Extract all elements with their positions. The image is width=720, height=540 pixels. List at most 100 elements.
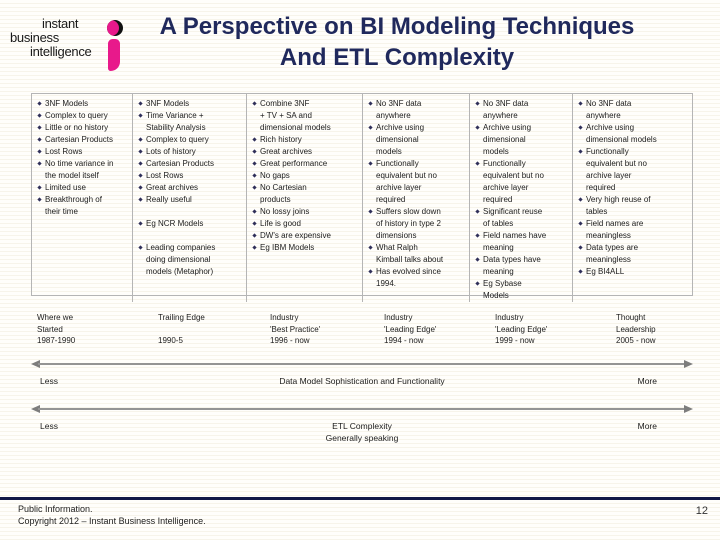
- bullet-item: Lots of history: [138, 146, 244, 158]
- bullet-item-text: Leading companies doing dimensional mode…: [146, 243, 216, 276]
- diamond-bullet-icon: [252, 245, 257, 250]
- text-line: 1990-5: [158, 336, 183, 345]
- bullet-item-text: 3NF Models: [146, 99, 190, 108]
- diamond-bullet-icon: [475, 125, 480, 130]
- diamond-bullet-icon: [475, 161, 480, 166]
- bullet-item-text: No Cartesian products: [260, 183, 307, 204]
- text-line: 1987-1990: [37, 336, 76, 345]
- bullet-item-text: Lost Rows: [45, 147, 83, 156]
- diamond-bullet-icon: [138, 161, 143, 166]
- diamond-bullet-icon: [252, 221, 257, 226]
- bullet-item-text: Eg IBM Models: [260, 243, 315, 252]
- bullet-item: Complex to query: [37, 110, 130, 122]
- diamond-bullet-icon: [252, 161, 257, 166]
- footer-classification: Public Information.: [18, 504, 93, 514]
- bullet-item-text: Life is good: [260, 219, 301, 228]
- bullet-item-text: Complex to query: [146, 135, 209, 144]
- diamond-bullet-icon: [138, 113, 143, 118]
- bullet-item: 3NF Models: [37, 98, 130, 110]
- bullet-gap: [138, 206, 244, 218]
- bullet-item: Field names are meaningless: [578, 218, 692, 242]
- table-column-3: Combine 3NF + TV + SA and dimensional mo…: [247, 94, 363, 302]
- bullet-item: Field names have meaning: [475, 230, 570, 254]
- bullet-item: Time Variance + Stability Analysis: [138, 110, 244, 134]
- diamond-bullet-icon: [37, 101, 42, 106]
- bullet-item-text: Eg Sybase Models: [483, 279, 522, 300]
- logo-word-business: business: [10, 30, 59, 45]
- bullet-item: Little or no history: [37, 122, 130, 134]
- bullet-item: Cartesian Products: [37, 134, 130, 146]
- diamond-bullet-icon: [368, 269, 373, 274]
- diamond-bullet-icon: [578, 149, 583, 154]
- diamond-bullet-icon: [252, 233, 257, 238]
- bullet-item: Very high reuse of tables: [578, 194, 692, 218]
- logo-i-dot: [107, 20, 123, 36]
- bullet-item: Lost Rows: [138, 170, 244, 182]
- timeline-cell-3: Industry'Best Practice'1996 - now: [246, 312, 362, 347]
- diamond-bullet-icon: [138, 101, 143, 106]
- bullet-item: Combine 3NF + TV + SA and dimensional mo…: [252, 98, 360, 134]
- diamond-bullet-icon: [252, 185, 257, 190]
- bullet-item-text: Cartesian Products: [45, 135, 114, 144]
- text-line: 1996 - now: [270, 336, 310, 345]
- diamond-bullet-icon: [37, 125, 42, 130]
- bullet-item: DW's are expensive: [252, 230, 360, 242]
- bullet-item-text: Data types are meaningless: [586, 243, 639, 264]
- text-line: Data Model Sophistication and Functional…: [279, 376, 445, 386]
- bullet-item-text: Breakthrough of their time: [45, 195, 102, 216]
- text-line: [158, 324, 246, 336]
- bullet-gap: [138, 230, 244, 242]
- bullet-item-text: No gaps: [260, 171, 290, 180]
- bullet-item-text: Great archives: [146, 183, 199, 192]
- bullet-item-text: Archive using dimensional models: [483, 123, 532, 156]
- footer-copyright: Copyright 2012 – Instant Business Intell…: [18, 516, 206, 526]
- diamond-bullet-icon: [578, 125, 583, 130]
- bullet-item: 3NF Models: [138, 98, 244, 110]
- bullet-item: Rich history: [252, 134, 360, 146]
- text-line: 'Best Practice': [270, 324, 321, 334]
- diamond-bullet-icon: [252, 173, 257, 178]
- diamond-bullet-icon: [252, 209, 257, 214]
- diamond-bullet-icon: [138, 149, 143, 154]
- diamond-bullet-icon: [578, 245, 583, 250]
- diamond-bullet-icon: [475, 233, 480, 238]
- company-logo: instant business intelligence: [0, 10, 130, 72]
- diamond-bullet-icon: [368, 101, 373, 106]
- slide-title-line1: A Perspective on BI Modeling Techniques: [159, 13, 635, 40]
- text-line: Where we: [37, 313, 74, 322]
- arrow-right-head-icon: [684, 405, 693, 413]
- bullet-item-text: Complex to query: [45, 111, 108, 120]
- bullet-item: No time variance in the model itself: [37, 158, 130, 182]
- text-line: Trailing Edge: [158, 313, 205, 322]
- bullet-item: Complex to query: [138, 134, 244, 146]
- logo-word-instant: instant: [42, 16, 79, 31]
- bullet-item-text: Lost Rows: [146, 171, 184, 180]
- bullet-item: Great performance: [252, 158, 360, 170]
- scale-more-label: More: [637, 376, 657, 386]
- bullet-item: No Cartesian products: [252, 182, 360, 206]
- bullet-item: No 3NF data anywhere: [578, 98, 692, 122]
- bullet-item: Functionally equivalent but no archive l…: [368, 158, 467, 206]
- bullet-item-text: No 3NF data anywhere: [483, 99, 529, 120]
- diamond-bullet-icon: [138, 245, 143, 250]
- scale-data-model-sophistication: Less Data Model Sophistication and Funct…: [31, 360, 693, 399]
- bullet-item-text: Rich history: [260, 135, 302, 144]
- bullet-item-text: Eg BI4ALL: [586, 267, 625, 276]
- diamond-bullet-icon: [37, 149, 42, 154]
- bullet-item-text: Combine 3NF + TV + SA and dimensional mo…: [260, 99, 331, 132]
- bullet-item: Eg NCR Models: [138, 218, 244, 230]
- text-line: Thought: [616, 313, 646, 322]
- diamond-bullet-icon: [368, 125, 373, 130]
- bullet-item-text: Significant reuse of tables: [483, 207, 543, 228]
- bullet-item-text: No 3NF data anywhere: [376, 99, 422, 120]
- bullet-item-text: 3NF Models: [45, 99, 89, 108]
- text-line: Industry: [384, 313, 413, 322]
- bullet-item-text: Time Variance + Stability Analysis: [146, 111, 206, 132]
- bullet-item: Eg BI4ALL: [578, 266, 692, 278]
- diamond-bullet-icon: [578, 101, 583, 106]
